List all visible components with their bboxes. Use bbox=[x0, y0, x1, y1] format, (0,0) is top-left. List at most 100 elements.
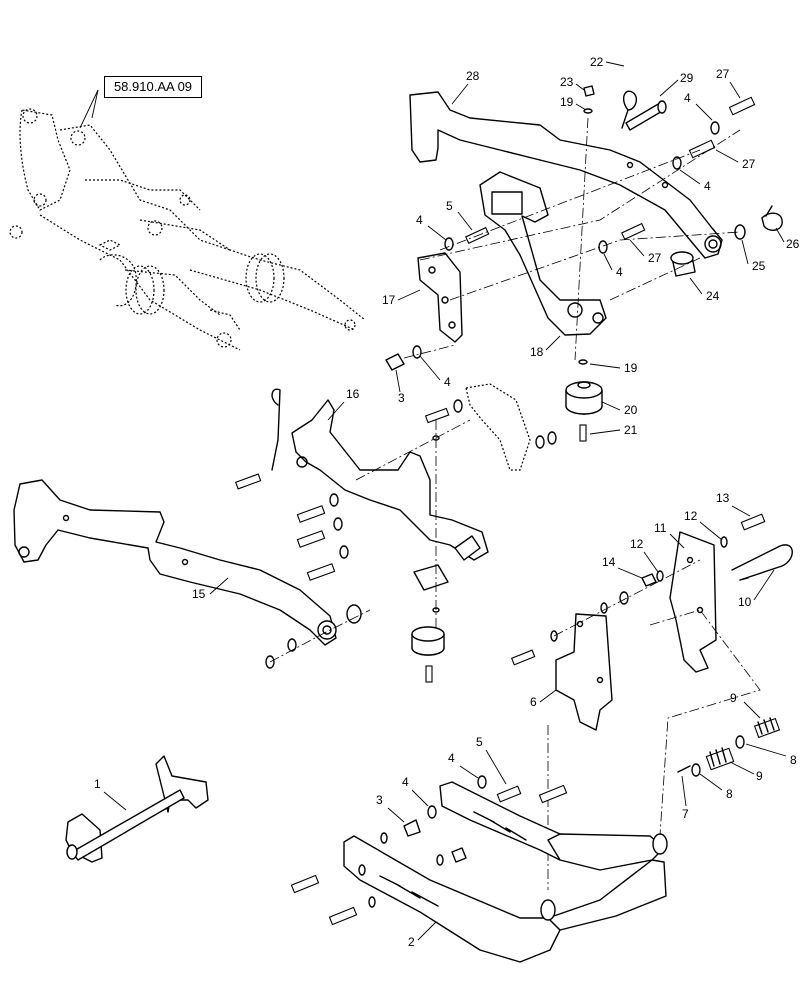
svg-text:9: 9 bbox=[756, 769, 763, 783]
svg-text:19: 19 bbox=[560, 95, 574, 109]
callout-19a[interactable]: 19 bbox=[560, 95, 587, 111]
callout-18[interactable]: 18 bbox=[530, 335, 561, 359]
callout-10[interactable]: 10 bbox=[738, 569, 775, 609]
bracket-fasteners[interactable] bbox=[234, 388, 557, 640]
hook-plate-left[interactable] bbox=[555, 613, 613, 731]
swinging-drawbar-frame[interactable] bbox=[343, 781, 668, 963]
svg-text:4: 4 bbox=[402, 775, 409, 789]
callout-4b[interactable]: 4 bbox=[679, 169, 711, 193]
callout-4d[interactable]: 4 bbox=[603, 253, 623, 279]
callout-9b[interactable]: 9 bbox=[729, 761, 763, 783]
svg-text:15: 15 bbox=[192, 587, 206, 601]
callout-26[interactable]: 26 bbox=[775, 227, 800, 251]
callout-24[interactable]: 24 bbox=[689, 277, 720, 303]
callout-9a[interactable]: 9 bbox=[730, 691, 761, 719]
bracket-assembly-ghost[interactable] bbox=[291, 383, 531, 591]
svg-text:17: 17 bbox=[382, 293, 396, 307]
nuts[interactable] bbox=[385, 85, 595, 371]
callout-21[interactable]: 21 bbox=[589, 423, 638, 437]
lower-arm-fasteners[interactable] bbox=[265, 604, 371, 669]
lynch-pin[interactable] bbox=[761, 205, 783, 231]
callout-4e[interactable]: 4 bbox=[419, 355, 451, 389]
callout-29[interactable]: 29 bbox=[659, 71, 694, 97]
callout-17[interactable]: 17 bbox=[382, 289, 421, 307]
washers-4[interactable] bbox=[412, 121, 746, 359]
callout-4c[interactable]: 4 bbox=[416, 213, 447, 241]
svg-text:1: 1 bbox=[94, 777, 101, 791]
pin[interactable] bbox=[625, 100, 667, 131]
callout-25[interactable]: 25 bbox=[741, 239, 766, 273]
support-bracket[interactable] bbox=[479, 171, 607, 336]
svg-text:6: 6 bbox=[530, 695, 537, 709]
callout-12a[interactable]: 12 bbox=[684, 509, 723, 541]
svg-text:14: 14 bbox=[602, 555, 616, 569]
callout-2[interactable]: 2 bbox=[408, 921, 437, 949]
ref-leader-1 bbox=[79, 89, 99, 129]
svg-text:4: 4 bbox=[448, 751, 455, 765]
callout-4a[interactable]: 4 bbox=[684, 91, 713, 121]
rubber-bumper[interactable] bbox=[565, 381, 603, 415]
callout-5b[interactable]: 5 bbox=[476, 735, 507, 785]
bumper-middle[interactable] bbox=[411, 626, 445, 683]
svg-text:7: 7 bbox=[682, 807, 689, 821]
callout-6[interactable]: 6 bbox=[530, 689, 557, 709]
svg-text:12: 12 bbox=[630, 537, 644, 551]
callout-8a[interactable]: 8 bbox=[745, 743, 797, 767]
callout-27b[interactable]: 27 bbox=[715, 149, 756, 171]
callout-5a[interactable]: 5 bbox=[446, 199, 473, 231]
svg-text:5: 5 bbox=[446, 199, 453, 213]
clip-pin[interactable] bbox=[621, 90, 638, 129]
bushing[interactable] bbox=[670, 251, 696, 277]
screw-21[interactable] bbox=[579, 424, 587, 442]
callout-12b[interactable]: 12 bbox=[630, 537, 659, 573]
svg-text:11: 11 bbox=[654, 521, 667, 535]
hook-plate-right[interactable] bbox=[669, 531, 717, 673]
pivot-pin-bracket[interactable] bbox=[65, 755, 209, 863]
svg-text:18: 18 bbox=[530, 345, 544, 359]
callout-27a[interactable]: 27 bbox=[716, 67, 741, 99]
callout-20[interactable]: 20 bbox=[601, 401, 638, 417]
svg-text:8: 8 bbox=[790, 753, 797, 767]
callout-4f[interactable]: 4 bbox=[448, 751, 479, 779]
callout-3a[interactable]: 3 bbox=[395, 369, 405, 405]
svg-text:23: 23 bbox=[560, 75, 574, 89]
callout-22[interactable]: 22 bbox=[590, 55, 625, 69]
callout-23[interactable]: 23 bbox=[560, 75, 585, 91]
callout-14[interactable]: 14 bbox=[602, 555, 643, 579]
svg-text:19: 19 bbox=[624, 361, 638, 375]
svg-text:25: 25 bbox=[752, 259, 766, 273]
callout-3b[interactable]: 3 bbox=[376, 793, 405, 823]
callout-19b[interactable]: 19 bbox=[589, 361, 638, 375]
callout-4g[interactable]: 4 bbox=[402, 775, 429, 807]
svg-text:2: 2 bbox=[408, 935, 415, 949]
bolts-27[interactable] bbox=[465, 96, 756, 245]
svg-text:16: 16 bbox=[346, 387, 360, 401]
lower-link-arm[interactable] bbox=[13, 479, 337, 646]
context-assembly-ghost bbox=[9, 108, 366, 351]
callout-8b[interactable]: 8 bbox=[699, 773, 733, 801]
upper-link-arm[interactable] bbox=[409, 91, 723, 259]
mounting-plate[interactable] bbox=[417, 252, 463, 343]
svg-text:4: 4 bbox=[684, 91, 691, 105]
svg-text:4: 4 bbox=[444, 375, 451, 389]
svg-text:4: 4 bbox=[616, 265, 623, 279]
callout-27c[interactable]: 27 bbox=[629, 239, 662, 265]
svg-text:21: 21 bbox=[624, 423, 638, 437]
svg-text:22: 22 bbox=[590, 55, 604, 69]
right-fasteners[interactable] bbox=[510, 513, 766, 890]
springs[interactable] bbox=[677, 717, 781, 777]
callout-11[interactable]: 11 bbox=[654, 521, 685, 549]
ref-leader-2 bbox=[91, 89, 99, 119]
frame-fasteners[interactable] bbox=[290, 775, 568, 926]
callout-7[interactable]: 7 bbox=[681, 775, 689, 821]
callout-28[interactable]: 28 bbox=[451, 69, 480, 105]
svg-text:9: 9 bbox=[730, 691, 737, 705]
svg-text:12: 12 bbox=[684, 509, 698, 523]
svg-text:3: 3 bbox=[398, 391, 405, 405]
callout-15[interactable]: 15 bbox=[192, 577, 229, 601]
reference-box[interactable]: 58.910.AA 09 bbox=[104, 76, 202, 98]
u-bolt[interactable] bbox=[731, 544, 793, 581]
callout-16[interactable]: 16 bbox=[327, 387, 360, 421]
callout-1[interactable]: 1 bbox=[94, 777, 127, 811]
callout-13[interactable]: 13 bbox=[716, 491, 751, 517]
